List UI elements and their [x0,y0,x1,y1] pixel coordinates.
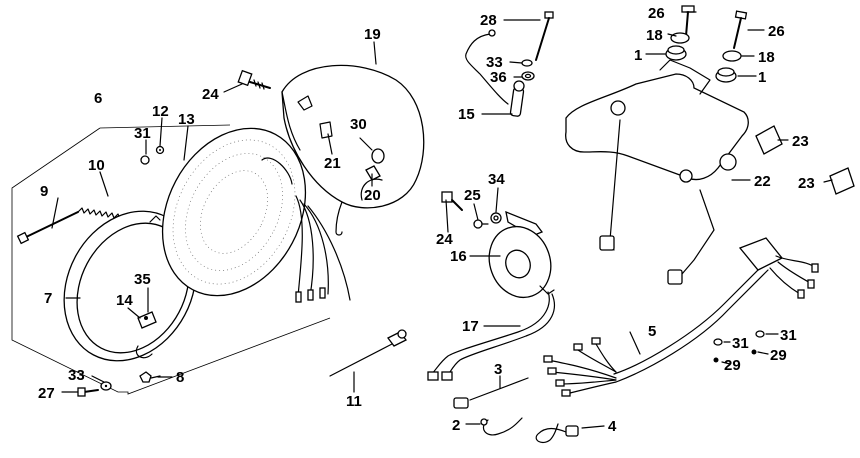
headlight-rim-part-7 [63,210,197,362]
label-part-33-upper: 33 [486,54,503,71]
label-part-24-upper: 24 [202,86,219,103]
bolt-part-24-upper [237,69,271,90]
label-part-5: 5 [648,323,656,340]
headlight-group-outline [11,124,331,395]
terminal-part-29b [751,349,757,355]
leader-lines [51,11,833,429]
cable-part-4 [535,423,579,444]
bolt-part-25 [473,219,489,229]
washer-part-12 [155,145,165,155]
bolt-part-26b [733,10,748,49]
label-part-9: 9 [40,183,48,200]
nut-part-31 [140,155,150,165]
label-part-34: 34 [488,171,505,188]
label-part-13: 13 [178,111,195,128]
terminal-part-31b [755,330,765,338]
part-number-labels: 6 12 13 31 10 9 7 35 14 8 33 27 24 19 30… [38,5,815,435]
label-part-31: 31 [134,125,151,142]
label-part-28: 28 [480,12,497,29]
label-part-1-right: 1 [758,69,766,86]
socket-lead-part-11 [329,329,407,377]
cable-part-2 [480,417,523,436]
label-part-14: 14 [116,292,133,309]
bolt-part-27 [77,387,99,397]
label-part-25: 25 [464,187,481,204]
label-part-23: 23 [792,133,809,150]
label-part-1: 1 [634,47,642,64]
washer-part-33 [100,381,112,391]
label-part-12: 12 [152,103,169,120]
headlight-wires [295,195,351,303]
label-part-16: 16 [450,248,467,265]
label-part-27: 27 [38,385,55,402]
rubber-part-1a [665,45,687,61]
label-part-6: 6 [94,90,102,107]
label-part-23-right: 23 [798,175,815,192]
grommet-part-30 [371,148,385,164]
collar-part-18a [670,32,690,44]
label-part-35: 35 [134,271,151,288]
clip-part-14 [137,311,157,329]
wire-harness-part-5 [543,237,819,397]
label-part-26-right: 26 [768,23,785,40]
headlight-lens-part-13 [161,127,307,297]
label-part-18-right: 18 [758,49,775,66]
label-part-2: 2 [452,417,460,434]
collar-part-18b [722,50,742,62]
label-part-22: 22 [754,173,771,190]
cable-part-3 [453,377,529,409]
pilot-cable-part-15 [465,29,525,117]
label-part-3: 3 [494,361,502,378]
label-part-30: 30 [350,116,367,133]
label-part-15: 15 [458,106,475,123]
washer-part-33-upper [521,59,533,67]
headlight-stay-part-22 [565,59,749,285]
bolt-part-26a [681,5,695,37]
label-part-31-right: 31 [780,327,797,344]
label-part-21: 21 [324,155,341,172]
bracket-part-20 [365,165,381,181]
horn-wire-part-17 [427,291,556,381]
label-part-7: 7 [44,290,52,307]
bolt-part-24-lower [441,191,463,211]
label-part-31-lower: 31 [732,335,749,352]
reflector-part-23b [829,167,855,195]
label-part-29: 29 [724,357,741,374]
horn-part-16 [488,210,555,299]
grommet-part-36 [521,71,535,81]
label-part-36: 36 [490,69,507,86]
rubber-part-1b [715,67,737,83]
label-part-33: 33 [68,367,85,384]
reflector-part-23a [755,125,783,155]
label-part-17: 17 [462,318,479,335]
terminal-part-29a [713,357,719,363]
label-part-24-lower: 24 [436,231,453,248]
nut-part-34 [490,212,502,224]
label-part-26: 26 [648,5,665,22]
label-part-20: 20 [364,187,381,204]
label-part-10: 10 [88,157,105,174]
label-part-19: 19 [364,26,381,43]
adjusting-screw-part-9 [16,211,79,245]
label-part-18: 18 [646,27,663,44]
label-part-11: 11 [346,393,362,410]
label-part-29-right: 29 [770,347,787,364]
headlight-case-part-19 [281,64,425,236]
terminal-part-31a [713,338,723,346]
label-part-8: 8 [176,369,184,386]
bolt-part-28 [535,11,554,61]
label-part-4: 4 [608,418,617,435]
screw-part-8 [139,371,161,383]
